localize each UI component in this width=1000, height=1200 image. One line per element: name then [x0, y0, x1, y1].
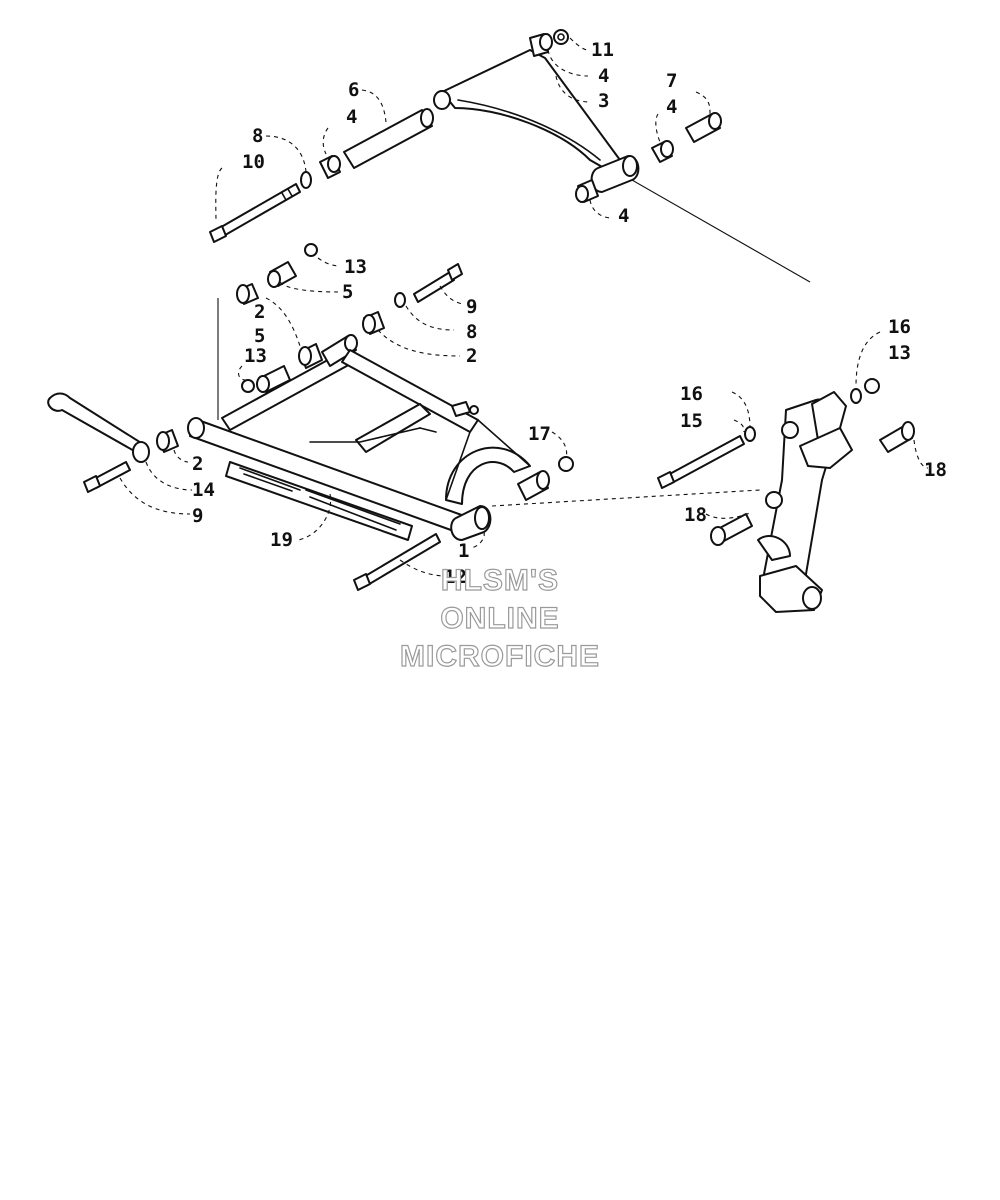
- callout-12: 12: [444, 566, 467, 588]
- callout-19: 19: [270, 529, 293, 551]
- callout-4: 4: [666, 96, 677, 118]
- bolt-9-upper: [413, 263, 463, 303]
- callout-17: 17: [528, 423, 551, 445]
- callout-13: 13: [888, 342, 911, 364]
- bushing-right-4: [651, 140, 674, 163]
- callout-5: 5: [254, 325, 265, 347]
- callout-18: 18: [684, 504, 707, 526]
- bushing-2-left: [156, 429, 179, 453]
- sway-bar-link-14: [47, 392, 150, 463]
- callout-6: 6: [348, 79, 359, 101]
- bolt-12: [353, 533, 441, 591]
- callout-10: 10: [242, 151, 265, 173]
- callout-4: 4: [346, 106, 357, 128]
- callout-14: 14: [192, 479, 215, 501]
- nut-17: [558, 456, 574, 472]
- callout-16: 16: [888, 316, 911, 338]
- callout-4: 4: [598, 65, 609, 87]
- bushing-shaft-left: [319, 155, 341, 179]
- callout-13: 13: [244, 345, 267, 367]
- bushing-7: [685, 112, 722, 143]
- callout-18: 18: [924, 459, 947, 481]
- nut-13-right: [864, 378, 880, 394]
- bolt-9-left: [83, 461, 131, 493]
- callout-9: 9: [466, 296, 477, 318]
- bolt-15: [657, 435, 745, 489]
- decal-19: [225, 461, 413, 541]
- bolt-18-lower: [710, 513, 753, 546]
- callout-labels: 11 4 3 6 4 8 10 7 4 4 13 5 2 9 5 8 13 2 …: [192, 39, 947, 588]
- upper-a-arm: [441, 49, 621, 169]
- leader-lines: [119, 37, 929, 577]
- washer-16-right: [850, 388, 862, 404]
- callout-2: 2: [466, 345, 477, 367]
- callout-9: 9: [192, 505, 203, 527]
- bushing-5-upper: [267, 261, 297, 288]
- callout-8: 8: [466, 321, 477, 343]
- callout-8: 8: [252, 125, 263, 147]
- callout-16: 16: [680, 383, 703, 405]
- callout-15: 15: [680, 410, 703, 432]
- watermark-line-1: HLSM'S: [441, 564, 559, 597]
- watermark: HLSM'S ONLINE MICROFICHE: [399, 563, 600, 673]
- callout-2: 2: [192, 453, 203, 475]
- washer-16-left: [744, 426, 756, 442]
- upper-a-arm-group: [209, 29, 722, 243]
- washer-8-lower: [394, 292, 406, 308]
- spindle-group: [657, 378, 915, 613]
- washer-8-upper: [300, 171, 312, 189]
- lower-a-arm-group: [47, 243, 574, 591]
- callout-11: 11: [591, 39, 614, 61]
- shock-mount-arch: [445, 446, 531, 505]
- watermark-line-2: ONLINE: [440, 602, 559, 635]
- callout-4: 4: [618, 205, 629, 227]
- bushing-2-mid: [362, 311, 385, 335]
- callout-7: 7: [666, 70, 677, 92]
- bushing-2-lower-left-cluster: [241, 343, 323, 393]
- nut-11: [553, 29, 569, 45]
- callout-13: 13: [344, 256, 367, 278]
- bushing-lower-4: [575, 179, 599, 203]
- watermark-line-3: MICROFICHE: [400, 640, 600, 673]
- bolt-18-right: [879, 421, 915, 453]
- nut-13-upper: [304, 243, 318, 257]
- callout-1: 1: [458, 540, 469, 562]
- callout-3: 3: [598, 90, 609, 112]
- bolt-10: [209, 183, 301, 243]
- shaft-6: [343, 108, 434, 169]
- bushing-2-upper: [236, 283, 259, 305]
- callout-2: 2: [254, 301, 265, 323]
- callout-5: 5: [342, 281, 353, 303]
